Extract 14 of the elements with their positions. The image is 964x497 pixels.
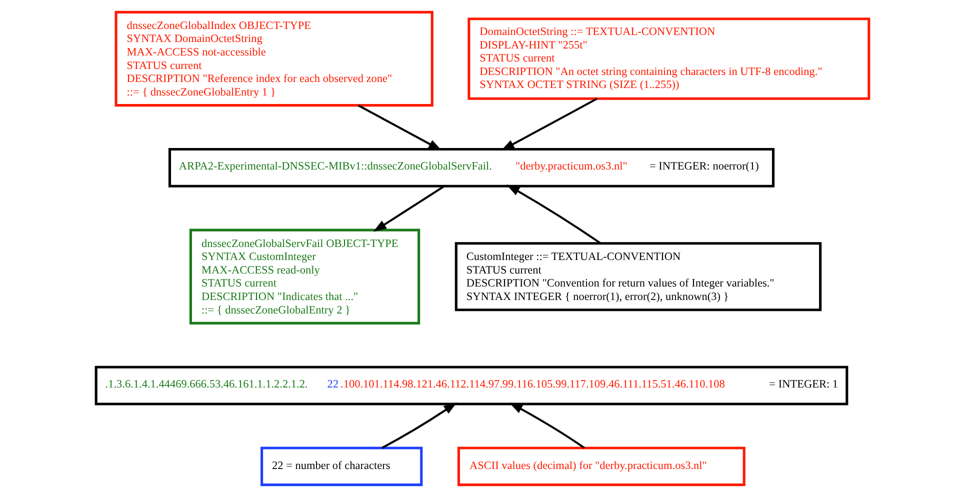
arrow	[372, 185, 444, 232]
node-box: ARPA2-Experimental-DNSSEC-MIBv1::dnssecZoneGlobalServFail. "derby.practicum.os3.nl" = INTEGER: noerror(1)	[168, 148, 774, 188]
node-box: ASCII values (decimal) for "derby.practicum.os3.nl"	[456, 446, 745, 486]
node-box: dnssecZoneGlobalServFail OBJECT-TYPE SYNTAX CustomInteger MAX-ACCESS read-only STATUS current DESCRIPTION "Indicates that ..." ::= { dnssecZoneGlobalEntry 2 }	[188, 228, 420, 324]
arrow	[381, 402, 456, 449]
node-box: .1.3.6.1.4.1.44469.666.53.46.161.1.1.2.2.1.2. 22 .100.101.114.98.121.46.112.114.97.99.116.105.99.117.109.46.111.115.51.46.110.108 = INTEGER: 1	[94, 366, 848, 406]
arrow	[506, 184, 601, 244]
arrow	[357, 104, 442, 151]
node-box: dnssecZoneGlobalIndex OBJECT-TYPE SYNTAX DomainOctetString MAX-ACCESS not-accessible STATUS current DESCRIPTION "Reference index for each observed zone" ::= { dnssecZoneGlobalEntry 1 }	[114, 10, 433, 107]
node-box: 22 = number of characters	[260, 446, 422, 486]
arrow	[508, 402, 584, 449]
arrow	[500, 98, 598, 151]
node-box: DomainOctetString ::= TEXTUAL-CONVENTION DISPLAY-HINT "255t" STATUS current DESCRIPTION "An octet string containing characters in UTF-8 encoding." SYNTAX OCTET STRING (SIZE (1..255))	[467, 18, 870, 100]
node-box: CustomInteger ::= TEXTUAL-CONVENTION STATUS current DESCRIPTION "Convention for return values of Integer variables." SYNTAX INTEGER { noerror(1), error(2), unknown(3) }	[454, 242, 822, 312]
